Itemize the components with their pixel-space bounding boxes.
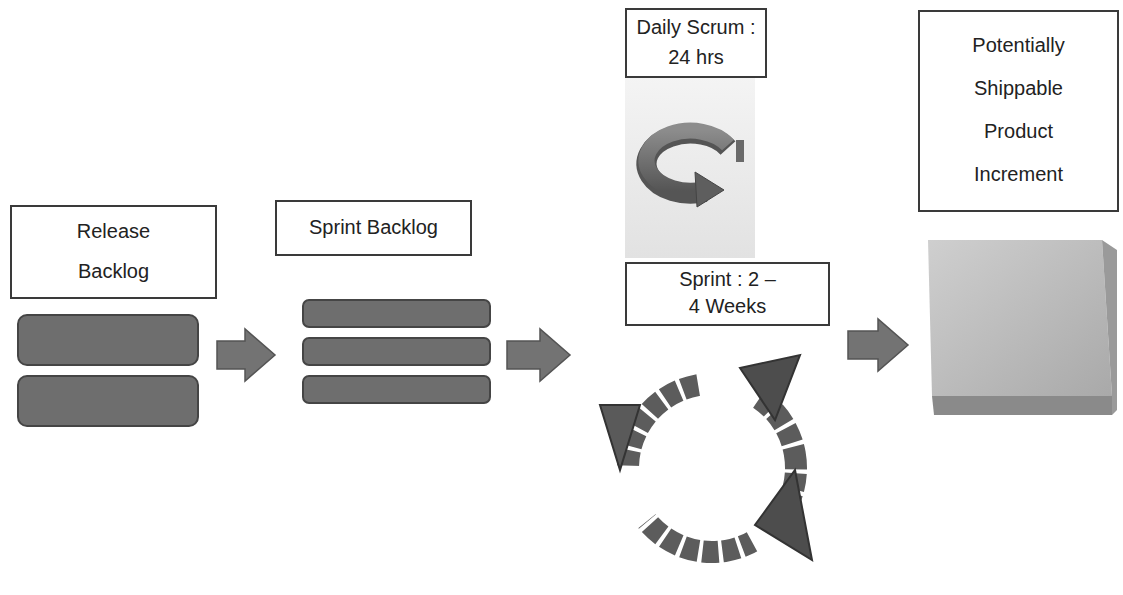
label-box: Release Backlog — [10, 205, 217, 299]
cycle-ring — [646, 131, 728, 191]
cycle-arrowhead — [695, 172, 724, 207]
box-text: Daily Scrum : 24 hrs — [633, 12, 759, 72]
sprint-backlog-bars — [303, 300, 490, 403]
cycle-arrowhead — [755, 470, 812, 560]
product-cube — [928, 240, 1117, 415]
label-box: Sprint : 2 – 4 Weeks — [625, 262, 830, 326]
cube-side — [1102, 240, 1117, 415]
label-box: Potentially Shippable Product Increment — [918, 10, 1119, 212]
release-backlog-bars — [18, 315, 198, 426]
sprint-cycle-icon — [600, 355, 812, 565]
cycle-arrowhead — [740, 355, 800, 420]
label-box: Daily Scrum : 24 hrs — [625, 8, 767, 78]
backlog-bar — [303, 376, 490, 403]
backlog-bar — [18, 376, 198, 426]
icon-ground — [625, 76, 755, 258]
flow-arrow — [848, 319, 908, 371]
cube-front — [932, 396, 1112, 415]
box-text: Sprint Backlog — [287, 212, 460, 242]
flow-arrow — [217, 329, 275, 381]
box-text: Sprint : 2 – 4 Weeks — [675, 266, 780, 320]
cycle-arrowhead — [600, 405, 640, 470]
cycle-ring-end — [736, 140, 744, 162]
backlog-bar — [18, 315, 198, 365]
backlog-bar — [303, 300, 490, 327]
daily-cycle-icon — [625, 76, 755, 258]
box-text: Potentially Shippable Product Increment — [958, 24, 1079, 196]
box-text: Release Backlog — [57, 211, 170, 291]
backlog-bar — [303, 338, 490, 365]
flow-arrow — [507, 329, 570, 381]
label-box: Sprint Backlog — [275, 200, 472, 256]
cube-top — [928, 240, 1112, 396]
